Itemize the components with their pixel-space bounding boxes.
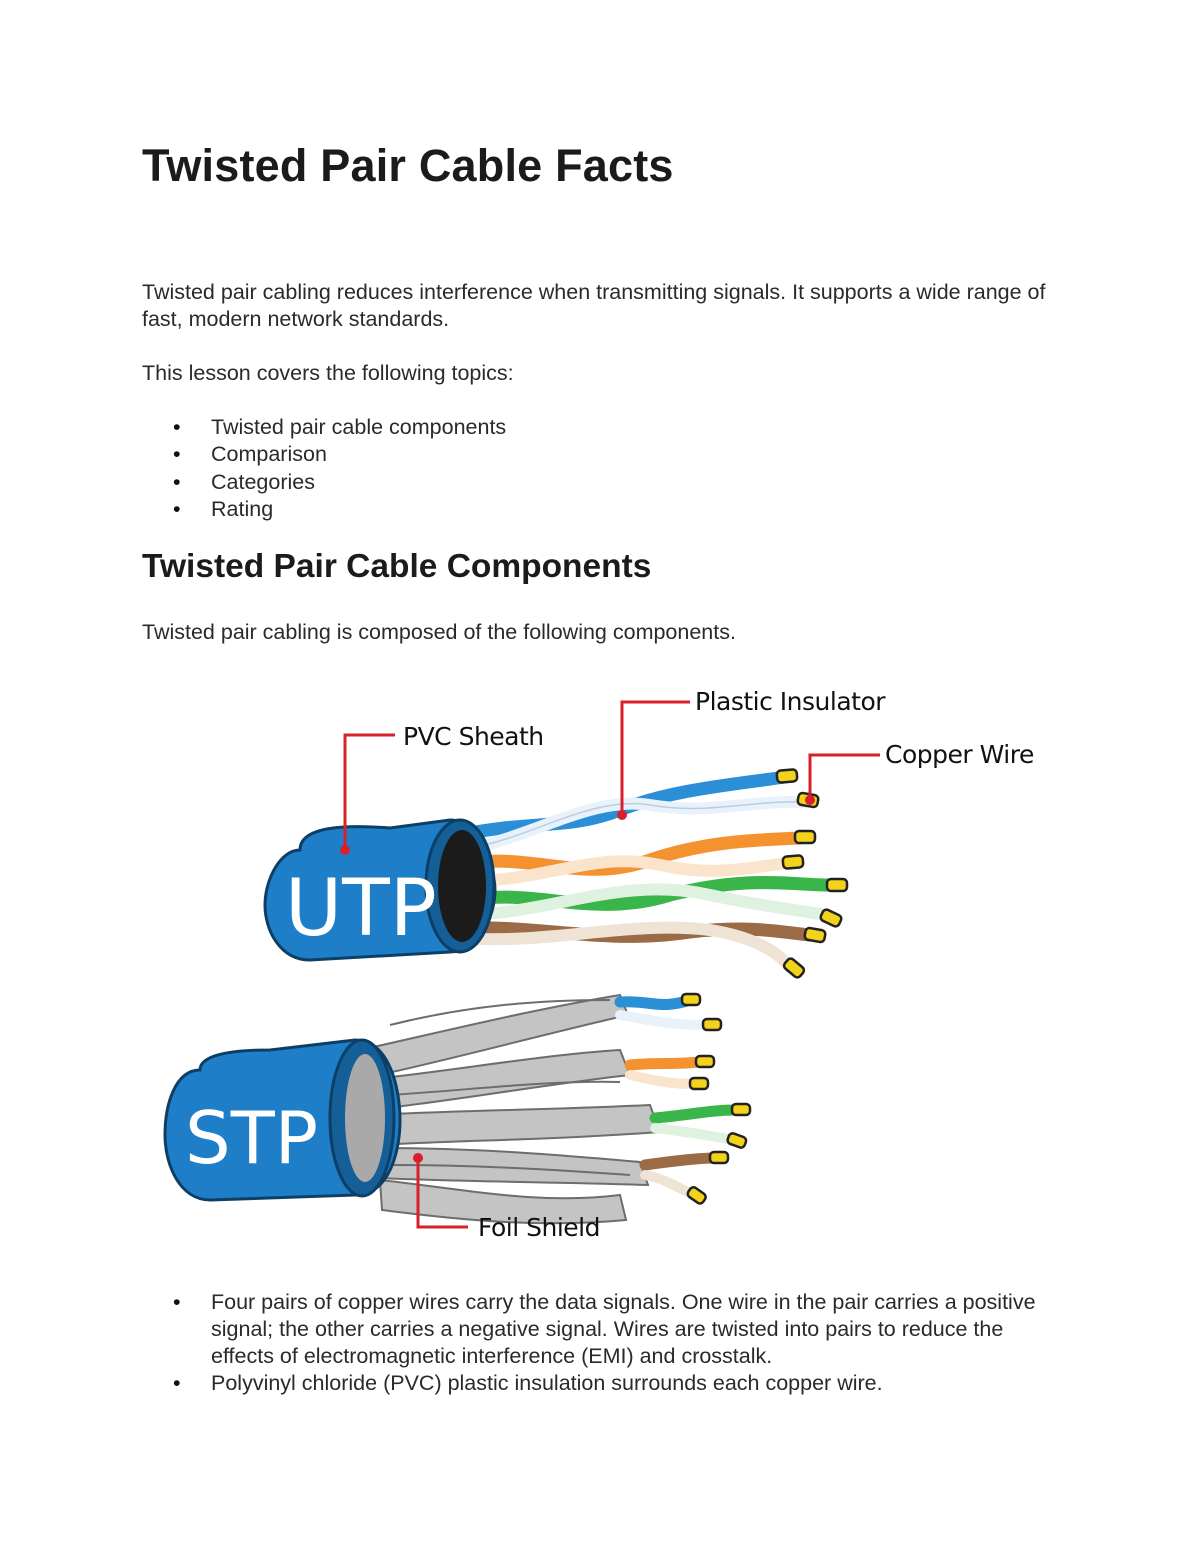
list-item: Four pairs of copper wires carry the dat… bbox=[142, 1289, 1052, 1370]
list-item: Rating bbox=[142, 496, 506, 524]
intro-paragraph: Twisted pair cabling reduces interferenc… bbox=[142, 280, 1046, 331]
list-item: Polyvinyl chloride (PVC) plastic insulat… bbox=[142, 1370, 1052, 1397]
utp-jacket: UTP bbox=[263, 818, 497, 962]
page-title: Twisted Pair Cable Facts bbox=[142, 140, 674, 191]
section-heading: Twisted Pair Cable Components bbox=[142, 548, 652, 585]
utp-cable-label: UTP bbox=[285, 864, 437, 954]
pvc-sheath-label: PVC Sheath bbox=[403, 722, 544, 751]
section-intro: Twisted pair cabling is composed of the … bbox=[142, 620, 736, 644]
stp-copper-tips bbox=[680, 992, 752, 1205]
list-item: Categories bbox=[142, 469, 506, 497]
utp-cable: UTP bbox=[263, 768, 849, 979]
utp-copper-tips bbox=[775, 768, 849, 979]
components-list: Four pairs of copper wires carry the dat… bbox=[142, 1289, 1052, 1397]
list-item: Comparison bbox=[142, 441, 506, 469]
stp-cable-label: STP bbox=[185, 1096, 318, 1180]
lesson-intro: This lesson covers the following topics: bbox=[142, 361, 514, 385]
foil-shield-label: Foil Shield bbox=[478, 1213, 600, 1242]
utp-green-pair bbox=[453, 876, 837, 921]
stp-cable: STP bbox=[163, 992, 752, 1225]
stp-jacket: STP bbox=[163, 1038, 402, 1202]
list-item: Twisted pair cable components bbox=[142, 414, 506, 442]
utp-blue-pair bbox=[453, 770, 811, 856]
utp-orange-pair bbox=[453, 831, 807, 887]
topics-list: Twisted pair cable components Comparison… bbox=[142, 414, 506, 523]
stp-foil-wraps bbox=[358, 993, 662, 1225]
plastic-insulator-label: Plastic Insulator bbox=[695, 687, 886, 716]
utp-brown-pair bbox=[453, 921, 817, 973]
leader-lines bbox=[343, 700, 880, 1229]
leader-dots bbox=[340, 795, 815, 1163]
cable-diagram: UTP bbox=[163, 687, 1034, 1242]
copper-wire-label: Copper Wire bbox=[885, 740, 1034, 769]
